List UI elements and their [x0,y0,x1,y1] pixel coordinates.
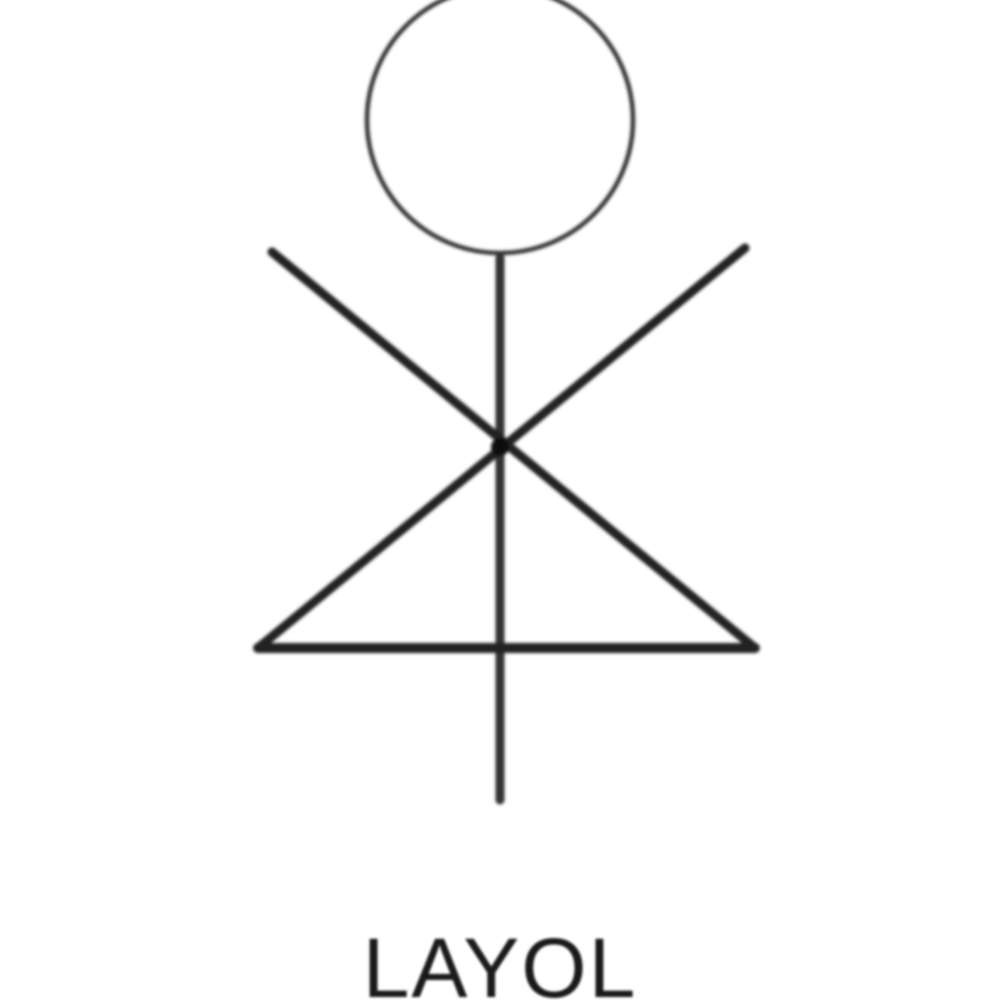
glyph-caption: LAYOL [362,921,638,1000]
glyph-head-circle [364,0,636,256]
glyph-center-dot [491,438,509,456]
glyph-diagonal-left [267,247,760,653]
